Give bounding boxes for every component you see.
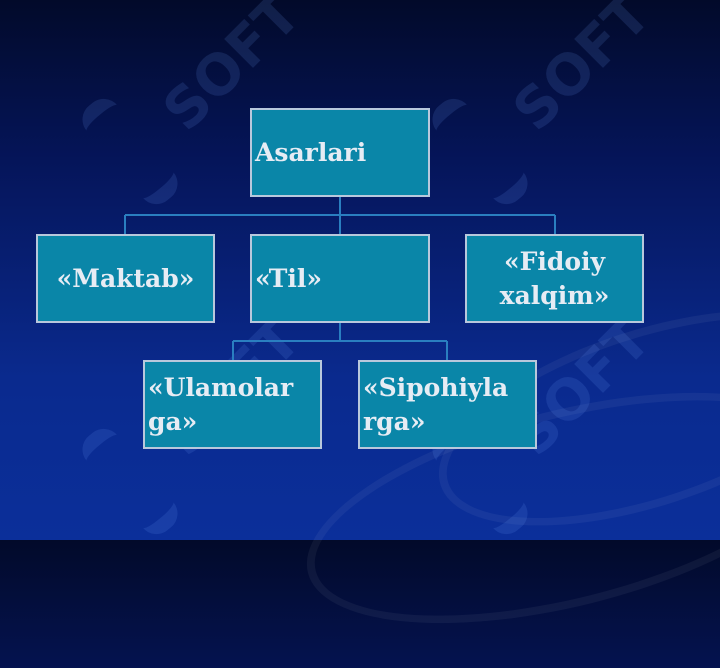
node-maktab-label: «Maktab» [56,263,195,293]
org-chart-connectors [124,197,556,360]
node-sipohiylarga: «Sipohiyla rga» [358,360,537,449]
node-maktab: «Maktab» [36,234,215,323]
node-sipohiylarga-label: «Sipohiyla rga» [363,372,509,436]
node-ulamolarga-label: «Ulamolar ga» [148,372,294,436]
node-til: «Til» [250,234,430,323]
node-fidoiy-xalqim: «Fidoiy xalqim» [465,234,644,323]
node-til-label: «Til» [255,263,323,293]
node-ulamolarga: «Ulamolar ga» [143,360,322,449]
root-node: Asarlari [250,108,430,197]
root-node-label: Asarlari [255,137,367,167]
node-fidoiy-xalqim-label: «Fidoiy xalqim» [499,246,610,310]
